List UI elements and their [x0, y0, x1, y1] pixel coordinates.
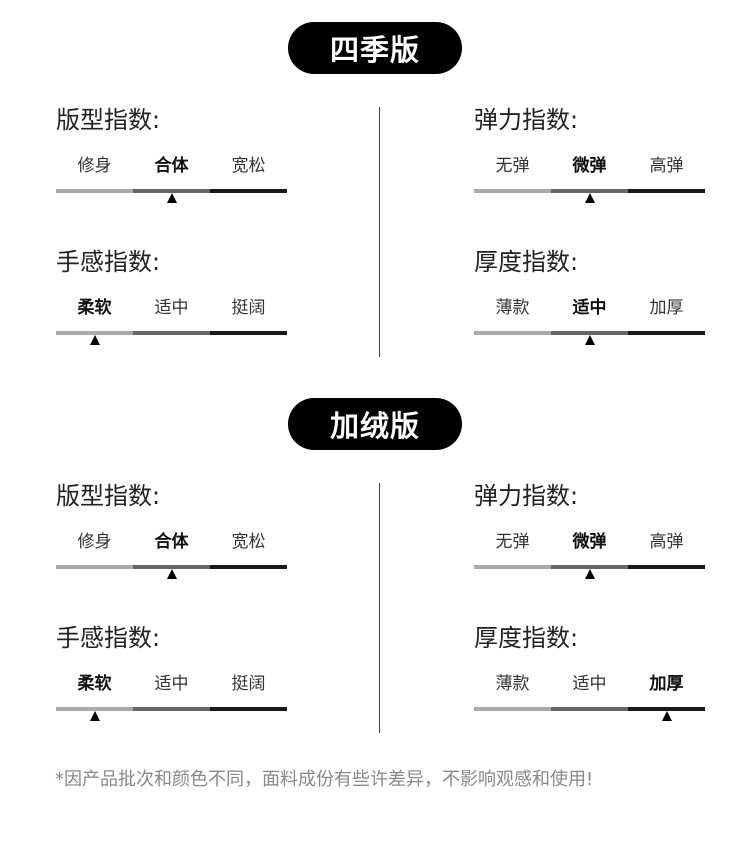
scale-segment [133, 565, 210, 569]
meter-title: 弹力指数: [474, 106, 579, 134]
scale-segment [56, 565, 133, 569]
section-1: 四季版版型指数: 修身 合体 宽松 弹力指数: 无弹 微弹 高弹手感指数: 柔软 适中 挺阔 厚度指数… [0, 0, 750, 376]
meter-option: 挺阔 [231, 298, 266, 318]
index-meter: 弹力指数: 无弹 微弹 高弹 [474, 478, 705, 598]
meter-option: 适中 [572, 298, 607, 318]
scale-segment [628, 331, 705, 335]
scale-segment [210, 565, 287, 569]
scale-segment [551, 331, 628, 335]
selected-indicator-arrow-icon [166, 193, 177, 203]
scale-segment [133, 707, 210, 711]
section-title-badge: 加绒版 [288, 398, 462, 450]
scale-segment [628, 189, 705, 193]
scale-segment [56, 189, 133, 193]
scale-segment [56, 707, 133, 711]
meter-option: 柔软 [77, 298, 112, 318]
meter-option: 适中 [154, 674, 189, 694]
meter-option: 微弹 [572, 156, 607, 176]
meter-title: 手感指数: [56, 624, 161, 652]
selected-indicator-arrow-icon [584, 335, 595, 345]
meter-option: 合体 [154, 156, 189, 176]
meter-title: 弹力指数: [474, 482, 579, 510]
index-meter: 手感指数: 柔软 适中 挺阔 [56, 244, 287, 364]
section-title-badge: 四季版 [288, 22, 462, 74]
selected-indicator-arrow-icon [661, 711, 672, 721]
selected-indicator-arrow-icon [89, 711, 100, 721]
selected-indicator-arrow-icon [89, 335, 100, 345]
meter-title: 厚度指数: [474, 624, 579, 652]
disclaimer-note: *因产品批次和颜色不同，面料成份有些许差异，不影响观感和使用! [55, 769, 594, 790]
scale-segment [56, 331, 133, 335]
scale-segment [551, 707, 628, 711]
scale-segment [474, 331, 551, 335]
index-meter: 手感指数: 柔软 适中 挺阔 [56, 620, 287, 740]
meter-option: 修身 [77, 532, 112, 552]
meter-option: 适中 [572, 674, 607, 694]
column-divider [379, 107, 380, 357]
meter-option: 高弹 [649, 156, 684, 176]
meter-option: 高弹 [649, 532, 684, 552]
meter-option: 修身 [77, 156, 112, 176]
index-meter: 厚度指数: 薄款 适中 加厚 [474, 620, 705, 740]
meter-option: 合体 [154, 532, 189, 552]
meter-option: 加厚 [649, 674, 684, 694]
meter-option: 柔软 [77, 674, 112, 694]
meter-option: 薄款 [495, 674, 530, 694]
meter-option: 加厚 [649, 298, 684, 318]
scale-segment [210, 707, 287, 711]
meter-option: 微弹 [572, 532, 607, 552]
column-divider [379, 483, 380, 733]
scale-segment [551, 565, 628, 569]
scale-segment [474, 189, 551, 193]
meter-option: 宽松 [231, 532, 266, 552]
scale-segment [474, 565, 551, 569]
meter-title: 版型指数: [56, 106, 161, 134]
scale-segment [628, 565, 705, 569]
selected-indicator-arrow-icon [584, 193, 595, 203]
index-meter: 厚度指数: 薄款 适中 加厚 [474, 244, 705, 364]
meter-title: 手感指数: [56, 248, 161, 276]
index-meter: 弹力指数: 无弹 微弹 高弹 [474, 102, 705, 222]
section-2: 加绒版版型指数: 修身 合体 宽松 弹力指数: 无弹 微弹 高弹手感指数: 柔软 适中 挺阔 厚度指数… [0, 376, 750, 752]
scale-segment [133, 331, 210, 335]
index-meter: 版型指数: 修身 合体 宽松 [56, 102, 287, 222]
index-meter: 版型指数: 修身 合体 宽松 [56, 478, 287, 598]
selected-indicator-arrow-icon [584, 569, 595, 579]
meter-option: 适中 [154, 298, 189, 318]
scale-segment [210, 331, 287, 335]
scale-segment [474, 707, 551, 711]
meter-title: 版型指数: [56, 482, 161, 510]
scale-segment [628, 707, 705, 711]
scale-segment [210, 189, 287, 193]
meter-option: 挺阔 [231, 674, 266, 694]
meter-option: 无弹 [495, 532, 530, 552]
meter-option: 薄款 [495, 298, 530, 318]
meter-option: 宽松 [231, 156, 266, 176]
scale-segment [133, 189, 210, 193]
selected-indicator-arrow-icon [166, 569, 177, 579]
meter-title: 厚度指数: [474, 248, 579, 276]
meter-option: 无弹 [495, 156, 530, 176]
scale-segment [551, 189, 628, 193]
